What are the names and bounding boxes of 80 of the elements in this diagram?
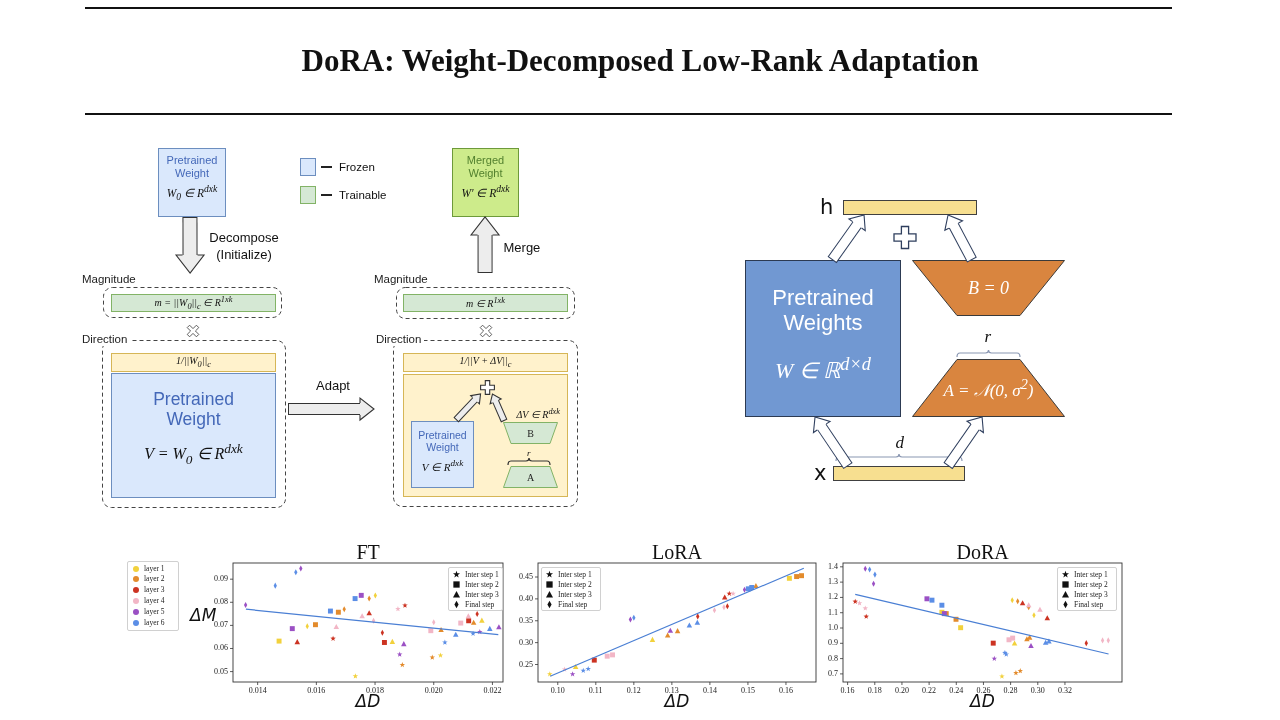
tick-label: 0.35 [519, 616, 533, 625]
group-title: Magnitude [374, 273, 431, 286]
diagram-title: DoRA: Weight-Decomposed Low-Rank Adaptation [301, 43, 979, 79]
dimension-label: d [895, 433, 904, 451]
tick-label: 1.4 [828, 562, 838, 571]
chart-title: FT [356, 542, 380, 562]
formula: A = 𝒩(0, σ$^{2}$) [943, 375, 1034, 401]
block-title: Merged Weight [465, 154, 506, 180]
tick-label: 0.09 [214, 575, 228, 584]
formula: W ∈ ℝ$^{d×d}$ [775, 353, 871, 384]
formula: W' ∈ R$^{dxk}$ [461, 183, 510, 201]
tick-label: 0.13 [664, 687, 679, 695]
tick-label: 0.11 [588, 687, 603, 695]
tick-label: 0.24 [949, 687, 964, 695]
tick-label: 0.40 [519, 594, 533, 603]
axis-title: ΔD [970, 692, 995, 710]
tick-label: 0.9 [828, 639, 838, 648]
tick-label: 0.14 [702, 687, 717, 695]
group-title: Magnitude [82, 273, 139, 286]
axis-title: ΔM [190, 606, 217, 624]
tick-label: 0.08 [214, 598, 228, 607]
tick-label: 0.8 [828, 654, 838, 663]
formula: B [527, 427, 534, 439]
tick-label: 0.06 [214, 644, 228, 653]
formula: W$_{0}$ ∈ R$^{dxk}$ [166, 183, 218, 203]
tick-label: 0.07 [214, 621, 228, 630]
tick-label: 0.32 [1057, 687, 1072, 695]
vector-label: h [820, 195, 834, 219]
tick-label: 0.10 [550, 687, 565, 695]
formula: m ∈ R$^{1xk}$ [466, 296, 505, 310]
tick-label: 0.18 [867, 687, 882, 695]
tick-label: 0.15 [740, 687, 755, 695]
tick-label: 0.12 [626, 687, 641, 695]
tick-label: 1.0 [828, 624, 838, 632]
tick-label: 1.2 [828, 593, 838, 602]
axis-title: ΔD [355, 692, 381, 710]
tick-label: 0.45 [519, 573, 533, 581]
chart-title: LoRA [652, 542, 702, 562]
formula: A [526, 471, 535, 483]
legend-label: Frozen [339, 161, 375, 173]
tick-label: 0.30 [1030, 687, 1045, 695]
tick-label: 0.018 [366, 687, 385, 695]
tick-label: 0.16 [840, 687, 855, 695]
block-title: Pretrained Weight [152, 389, 235, 430]
tick-label: 0.05 [214, 667, 228, 676]
group-title: Direction [376, 333, 425, 346]
tick-label: 0.20 [894, 687, 909, 695]
tick-label: 0.26 [976, 687, 991, 695]
tick-label: 0.7 [828, 669, 838, 678]
tick-label: 0.16 [778, 687, 793, 695]
formula: 1/||W$_{0}$||$_{c}$ [176, 355, 211, 370]
tick-label: 0.30 [519, 638, 533, 647]
block-title: Pretrained Weight [165, 154, 219, 180]
vector-label: x [814, 461, 827, 485]
tick-label: 0.25 [519, 660, 533, 669]
formula: m = ||W$_{0}$||$_{c}$ ∈ R$^{1xk}$ [154, 294, 233, 312]
formula: 1/||V + ΔV||$_{c}$ [459, 355, 512, 370]
block-title: Pretrained Weights [771, 285, 875, 336]
dimension-label: r [527, 448, 531, 458]
tick-label: 0.022 [483, 687, 502, 695]
formula: ΔV ∈ R$^{dxk}$ [516, 406, 560, 420]
tick-label: 1.1 [828, 608, 838, 617]
chart-title: DoRA [956, 542, 1009, 562]
tick-label: 0.014 [248, 687, 267, 695]
tick-label: 0.016 [307, 687, 326, 695]
edge-label: Decompose (Initialize) [208, 228, 280, 264]
tick-label: 0.22 [922, 687, 937, 695]
tick-label: 0.020 [424, 687, 443, 695]
edge-label: Adapt [316, 377, 350, 395]
tick-label: 1.3 [828, 578, 838, 587]
formula: V ∈ R$^{dxk}$ [421, 458, 464, 474]
dimension-label: r [984, 327, 992, 345]
block-title: Pretrained Weight [417, 429, 468, 454]
axis-title: ΔD [664, 692, 690, 710]
legend-label: Trainable [339, 189, 387, 201]
formula: V = W$_{0}$ ∈ R$^{dxk}$ [144, 441, 243, 468]
tick-label: 0.28 [1003, 687, 1018, 695]
edge-label: Merge [503, 239, 541, 257]
group-title: Direction [82, 333, 131, 346]
formula: B = 0 [967, 277, 1010, 299]
